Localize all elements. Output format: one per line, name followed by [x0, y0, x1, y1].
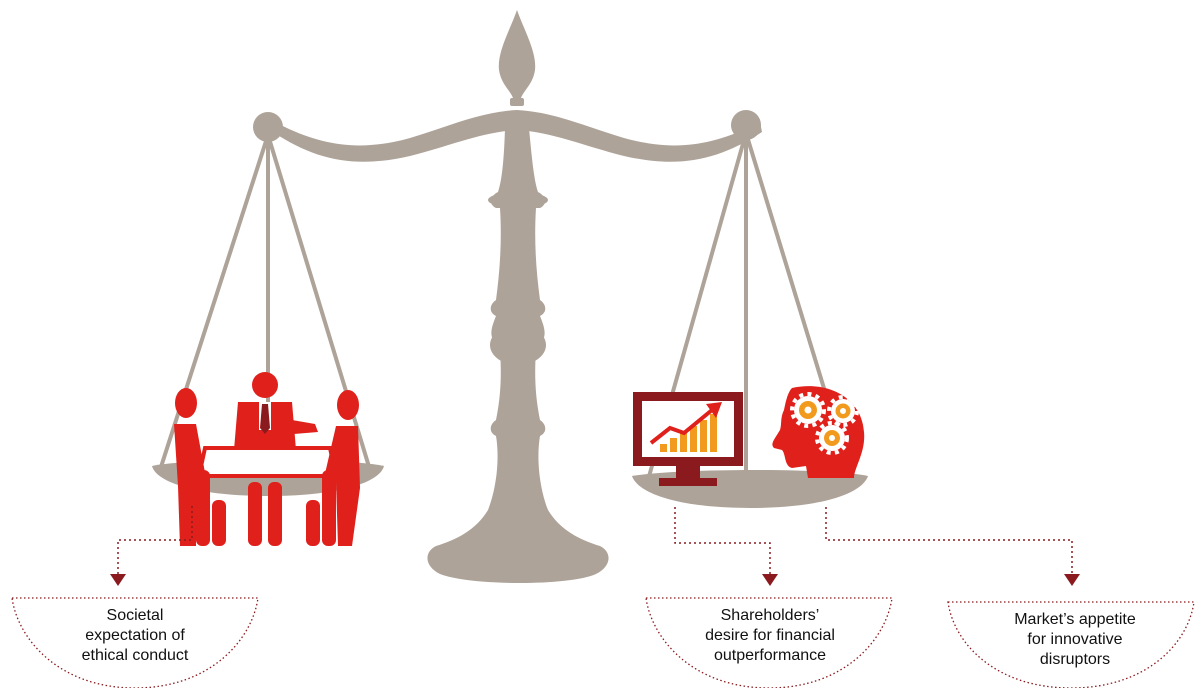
growth-arrow-icon [649, 402, 722, 445]
caption-line: desire for financial [705, 627, 835, 644]
caption-line: disruptors [1039, 651, 1111, 668]
gear-icon [819, 425, 845, 451]
monitor-growth-chart-icon [633, 392, 743, 486]
chart-bars-icon [660, 414, 717, 452]
balance-scale-icon [253, 10, 762, 583]
caption-line: outperformance [713, 647, 827, 664]
caption-shareholders-desire: Shareholders’ desire for financial outpe… [680, 606, 860, 666]
caption-market-appetite: Market’s appetite for innovative disrupt… [985, 610, 1165, 670]
caption-line: ethical conduct [81, 647, 189, 664]
caption-line: expectation of [85, 627, 185, 644]
caption-societal-expectation: Societal expectation of ethical conduct [60, 606, 210, 666]
head-gears-icon [772, 386, 865, 478]
gear-icon [831, 399, 855, 423]
leader-arrowheads [110, 574, 1080, 586]
leader-lines [117, 506, 1073, 574]
people-meeting-icon [174, 372, 360, 546]
caption-line: for innovative [1027, 631, 1123, 648]
caption-line: Shareholders’ [720, 607, 820, 624]
gear-icon [794, 396, 822, 424]
caption-line: Societal [106, 607, 164, 624]
caption-line: Market’s appetite [1014, 611, 1136, 628]
